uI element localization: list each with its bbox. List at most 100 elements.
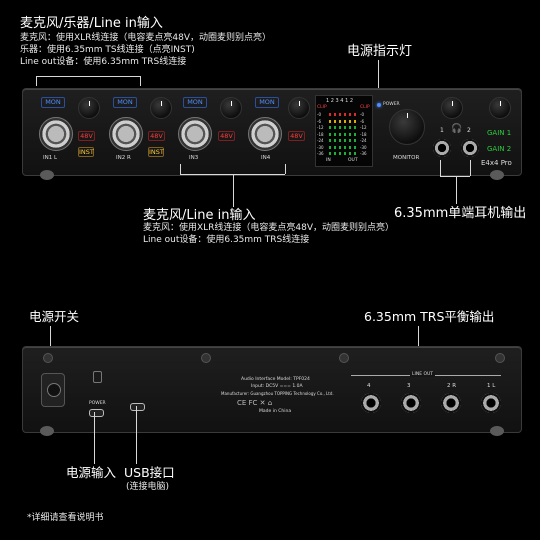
meter-segment: [334, 119, 336, 123]
usb-sub-label: (连接电脑): [126, 482, 170, 492]
headphone-icon: 🎧: [451, 124, 463, 134]
meter-clip-label: CLIP: [317, 105, 327, 110]
meter-segment: [339, 132, 341, 136]
mon-button-2[interactable]: MON: [113, 97, 137, 108]
combo-jack-2[interactable]: [109, 117, 143, 151]
lock-icon: [93, 371, 102, 383]
inst-button-2[interactable]: INST: [148, 147, 164, 157]
foot-front-2: [490, 170, 504, 180]
meter-segment: [339, 113, 341, 116]
meter-segment: [349, 119, 351, 123]
meter-segment: [334, 145, 336, 149]
meter-level-1: -6: [317, 118, 321, 124]
meter-segment: [339, 119, 341, 123]
meter-segment: [334, 139, 336, 142]
front-panel: MON 48V INST IN1 L MON 48V INST IN2 R MO…: [22, 88, 522, 176]
phantom-button-1[interactable]: 48V: [78, 131, 95, 141]
meter-segment: [334, 132, 336, 136]
line-out-number: 2 R: [447, 383, 457, 389]
foot-back-1: [40, 426, 54, 436]
power-switch-label: 电源开关: [29, 309, 80, 324]
meter-in-label: IN: [326, 158, 331, 163]
front-bottom-desc-1: 麦克风：使用XLR线连接（电容麦点亮48V，动圈麦则别点亮）: [143, 223, 395, 233]
meter-level-right-6: -36: [360, 151, 367, 156]
gain1-label[interactable]: GAIN 1: [487, 129, 512, 137]
power-switch[interactable]: [41, 373, 65, 407]
power-input-label: 电源输入: [66, 465, 117, 480]
channel-name-2: IN2 R: [116, 155, 131, 161]
monitor-text: MONITOR: [393, 155, 420, 161]
mon-button-1[interactable]: MON: [41, 97, 65, 108]
meter-level-5: -30: [317, 144, 324, 150]
front-input-desc-1: 麦克风：使用XLR线连接（电容麦点亮48V，动圈麦则别点亮）: [20, 33, 272, 43]
line-out-jack[interactable]: [401, 393, 421, 413]
channel-name-4: IN4: [261, 155, 271, 161]
combo-jack-3[interactable]: [178, 117, 212, 151]
headphone-jack-2[interactable]: [461, 139, 479, 157]
meter-segment: [344, 139, 346, 142]
model-name: E4x4 Pro: [481, 159, 512, 167]
gain2-label[interactable]: GAIN 2: [487, 145, 512, 153]
certification-icons: CE FC ✕ ⌂: [237, 399, 273, 407]
front-input-title: 麦克风/乐器/Line in输入: [20, 16, 163, 31]
footnote: *详细请查看说明书: [27, 513, 104, 523]
power-indicator-label: 电源指示灯: [347, 44, 413, 59]
power-led: [377, 103, 381, 107]
meter-level-3: -18: [317, 131, 324, 137]
line-out-jack[interactable]: [441, 393, 461, 413]
gain-knob-4[interactable]: [288, 97, 310, 119]
phantom-button-3[interactable]: 48V: [218, 131, 235, 141]
line-out-jack[interactable]: [481, 393, 501, 413]
phantom-button-4[interactable]: 48V: [288, 131, 305, 141]
usb-label: USB接口: [124, 465, 175, 480]
meter-segment: [344, 132, 346, 136]
gain-knob-2[interactable]: [150, 97, 172, 119]
back-info-4: Made in China: [259, 409, 292, 414]
meter-level-right-1: -6: [360, 118, 364, 124]
combo-jack-4[interactable]: [248, 117, 282, 151]
meter-segment: [329, 119, 331, 123]
headphone-output-label: 6.35mm单端耳机输出: [394, 206, 527, 221]
inst-button-1[interactable]: INST: [78, 147, 94, 157]
meter-segment: [329, 132, 331, 136]
meter-segment: [354, 126, 356, 129]
back-info-1: Audio Interface Model: TPF024: [241, 377, 310, 382]
channel-name-1: IN1 L: [43, 155, 58, 161]
front-bottom-title: 麦克风/Line in输入: [143, 208, 256, 223]
meter-segment: [354, 119, 356, 123]
meter-segment: [349, 113, 351, 116]
meter-segment: [329, 139, 331, 142]
gain-knob-3[interactable]: [220, 97, 242, 119]
front-bottom-desc-2: Line out设备：使用6.35mm TRS线连接: [143, 235, 310, 245]
meter-clip-label-right: CLIP: [360, 105, 370, 110]
meter-segment: [329, 145, 331, 149]
phantom-button-2[interactable]: 48V: [148, 131, 165, 141]
mon-button-4[interactable]: MON: [255, 97, 279, 108]
foot-front-1: [40, 170, 54, 180]
meter-segment: [349, 139, 351, 142]
meter-segment: [344, 113, 346, 116]
meter-segment: [344, 152, 346, 155]
gain-knob-r1[interactable]: [489, 97, 511, 119]
combo-jack-1[interactable]: [39, 117, 73, 151]
headphone-jack-1[interactable]: [433, 139, 451, 157]
headphone-label-1: 1: [440, 127, 444, 134]
line-out-number: 4: [367, 383, 371, 389]
meter-segment: [344, 145, 346, 149]
gain-knob-1[interactable]: [78, 97, 100, 119]
meter-segment: [354, 139, 356, 142]
meter-level-right-0: -0: [360, 112, 364, 117]
power-port[interactable]: [89, 409, 104, 417]
channel-name-3: IN3: [189, 155, 199, 161]
meter-segment: [344, 126, 346, 129]
line-out-label: LINE OUT: [410, 372, 436, 377]
monitor-knob[interactable]: [389, 109, 425, 145]
mon-button-3[interactable]: MON: [183, 97, 207, 108]
headphone-knob-1[interactable]: [441, 97, 463, 119]
meter-segment: [339, 145, 341, 149]
meter-segment: [349, 132, 351, 136]
meter-level-right-4: -24: [360, 138, 367, 143]
meter-segment: [334, 152, 336, 155]
usb-port[interactable]: [130, 403, 145, 411]
line-out-jack[interactable]: [361, 393, 381, 413]
